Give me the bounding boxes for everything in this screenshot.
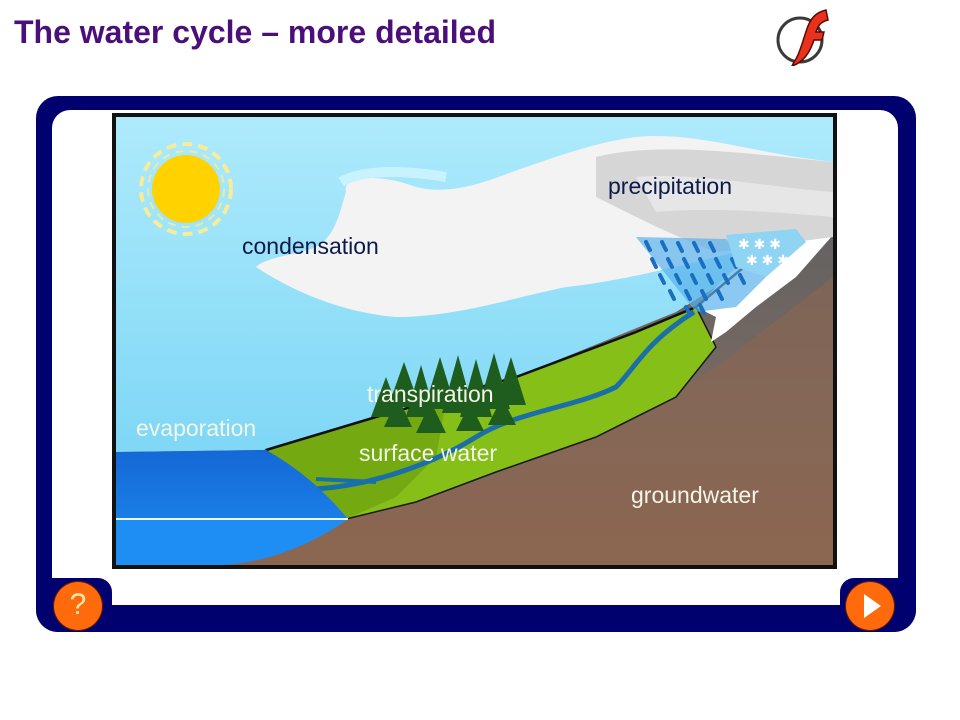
play-arrow-icon [864, 594, 881, 618]
flash-player-logo-icon [776, 9, 829, 66]
svg-text:✱ ✱ ✱: ✱ ✱ ✱ [746, 252, 789, 268]
label-surface-water: surface water [359, 440, 498, 466]
label-transpiration: transpiration [367, 381, 494, 407]
label-condensation: condensation [242, 233, 379, 259]
question-icon: ? [69, 588, 87, 621]
help-button[interactable]: ? [54, 582, 102, 630]
page-title: The water cycle – more detailed [14, 14, 496, 50]
label-precipitation: precipitation [608, 173, 733, 199]
water-cycle-diagram: ✱ ✱ ✱ ✱ ✱ ✱ condensation precipitation e… [112, 113, 837, 569]
label-groundwater: groundwater [631, 482, 759, 508]
next-button[interactable] [846, 582, 894, 630]
svg-text:✱ ✱ ✱: ✱ ✱ ✱ [738, 236, 781, 252]
label-evaporation: evaporation [136, 415, 257, 441]
